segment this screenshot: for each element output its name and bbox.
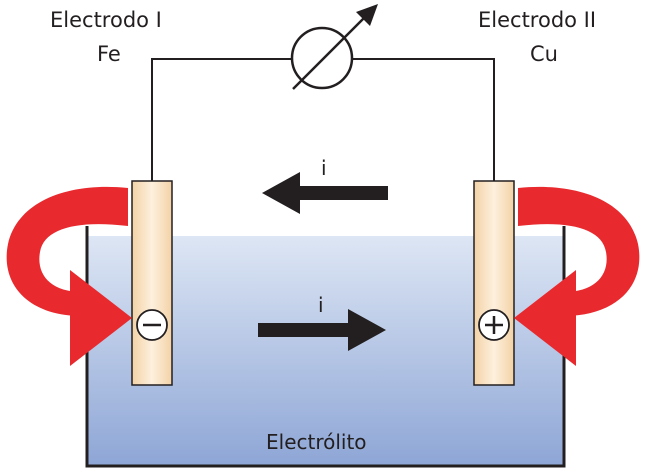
- current-arrow-top-icon: [262, 172, 388, 214]
- external-wire: [151, 58, 495, 182]
- electrolyte-label: Electrólito: [266, 430, 367, 454]
- electrode-2-name: Electrodo II: [478, 8, 597, 32]
- current-label-bottom: i: [318, 293, 324, 317]
- positive-sign-icon: [478, 309, 510, 341]
- electrode-fe: [131, 180, 173, 386]
- curved-arrow-icon-left: [6, 186, 132, 366]
- electrode-2-metal: Cu: [530, 42, 558, 66]
- electrode-1-name: Electrodo I: [50, 8, 162, 32]
- electrode-1-metal: Fe: [97, 42, 121, 66]
- current-label-top: i: [321, 156, 327, 180]
- current-arrow-bottom-icon: [258, 309, 386, 351]
- galvanometer-icon: [290, 4, 378, 90]
- curved-arrow-icon-right: [514, 186, 640, 366]
- negative-sign-icon: [136, 309, 168, 341]
- electrode-cu: [473, 180, 515, 386]
